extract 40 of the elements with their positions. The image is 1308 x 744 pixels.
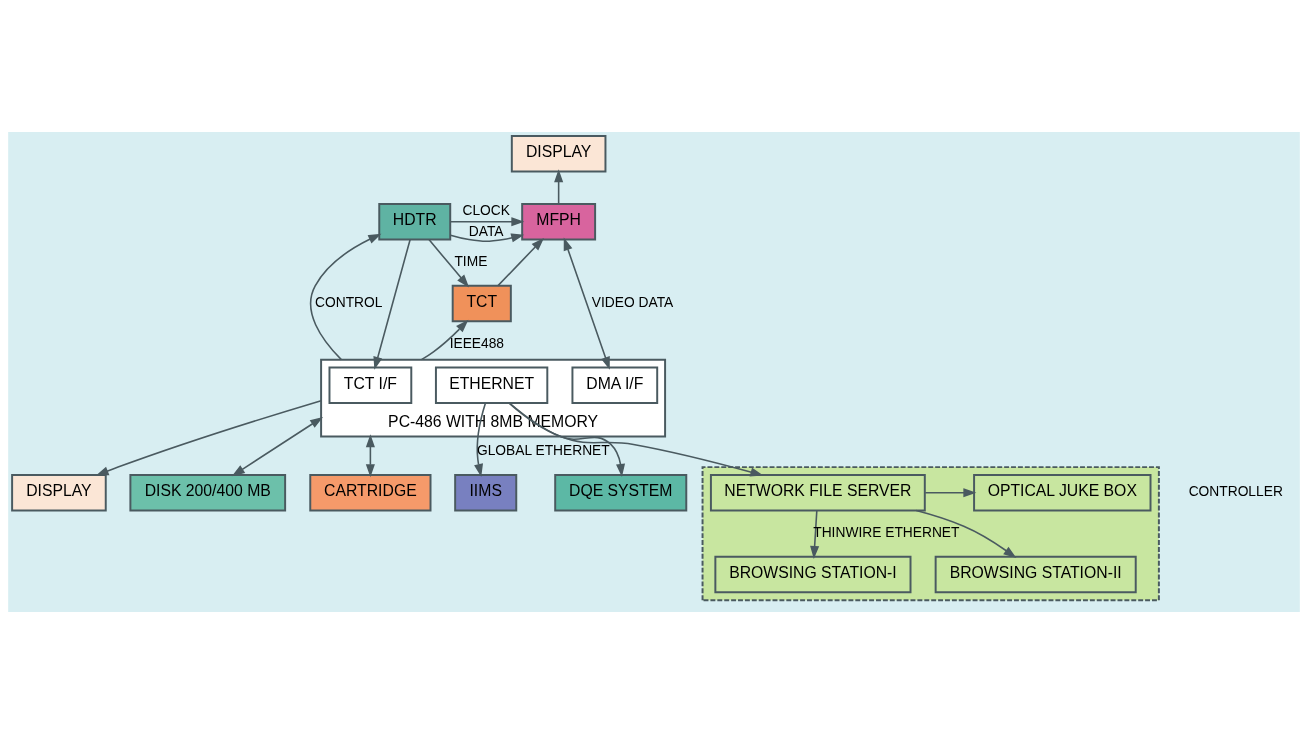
arrow — [924, 488, 977, 498]
edge-label: DATA — [468, 223, 504, 239]
node-box: DQE SYSTEM — [554, 474, 688, 512]
node-box: IIMS — [454, 474, 518, 512]
node-box: DISPLAY — [510, 134, 607, 173]
node-box: OPTICAL JUKE BOX — [973, 474, 1152, 512]
edge-label: TIME — [454, 254, 488, 270]
node-box: TCT I/F — [328, 366, 413, 405]
arrow — [508, 402, 764, 477]
arrow — [420, 319, 469, 361]
node-box: TCT — [451, 284, 512, 323]
node-box: BROWSING STATION-I — [714, 555, 912, 594]
arrow — [497, 237, 544, 287]
arrow — [309, 233, 382, 361]
node-box: MFPH — [521, 202, 597, 241]
arrow — [373, 238, 411, 370]
edge-label: VIDEO DATA — [591, 295, 674, 311]
arrow — [365, 434, 375, 478]
edge-label: CONTROL — [315, 295, 383, 311]
arrow — [449, 217, 525, 227]
edge-label: IEEE488 — [449, 336, 505, 352]
node-box: DMA I/F — [571, 366, 659, 405]
label: CONTROLLER — [1188, 484, 1283, 500]
node-box: NETWORK FILE SERVER — [709, 474, 926, 512]
node-box: BROWSING STATION-II — [934, 555, 1137, 594]
arrow — [554, 169, 564, 205]
node-box: HDTR — [378, 202, 452, 241]
node-box: ETHERNET — [434, 366, 549, 405]
arrow — [810, 509, 820, 560]
arrow — [474, 402, 487, 477]
arrow — [915, 509, 1017, 559]
node-box: DISPLAY — [11, 474, 107, 512]
node-box: DISK 200/400 MB — [129, 474, 287, 512]
edge-label: CLOCK — [462, 202, 510, 218]
node-box: CARTRIDGE — [309, 474, 432, 512]
arrow — [428, 238, 470, 288]
arrow — [95, 399, 322, 476]
arrow — [563, 237, 610, 370]
arrow — [231, 416, 324, 477]
arrow — [449, 233, 525, 243]
